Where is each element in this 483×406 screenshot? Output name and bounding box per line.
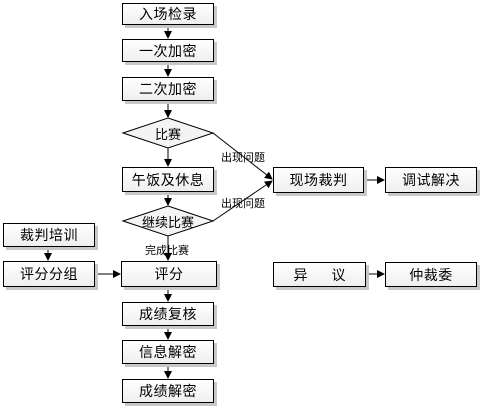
onsite-referee-label: 现场裁判 [289,173,348,189]
scoring-box: 评分 [121,261,217,287]
score-review-label: 成绩复核 [139,307,197,323]
referee-training-label: 裁判培训 [20,228,78,244]
debug-resolve-label: 调试解决 [402,173,460,189]
info-decrypt-label: 信息解密 [139,345,197,361]
completed-label: 完成比赛 [145,244,189,257]
objection-box: 异议 [273,262,366,287]
first-encrypt-label: 一次加密 [139,43,197,60]
continue-competition-label: 继续比赛 [141,215,194,231]
arbitration-committee-label: 仲裁委 [409,267,453,284]
arrow-competition-to-referee [212,132,273,180]
objection-label: 异议 [293,267,370,284]
competition-label: 比赛 [154,127,181,143]
problem-label-2: 出现问题 [221,197,265,210]
score-decrypt-box: 成绩解密 [122,379,214,403]
score-decrypt-label: 成绩解密 [139,384,197,400]
second-encrypt-label: 二次加密 [139,82,197,98]
entry-check-label: 入场检录 [139,7,197,23]
entry-check-box: 入场检录 [122,3,214,25]
score-grouping-label: 评分分组 [20,267,78,283]
first-encrypt-box: 一次加密 [122,39,214,62]
onsite-referee-box: 现场裁判 [273,167,364,193]
second-encrypt-box: 二次加密 [122,77,214,101]
score-grouping-box: 评分分组 [3,261,95,287]
score-review-box: 成绩复核 [122,302,214,326]
problem-label-1: 出现问题 [221,151,265,164]
info-decrypt-box: 信息解密 [122,340,214,364]
lunch-rest-label: 午饭及休息 [131,172,205,189]
arrow-continue-to-referee [212,180,273,222]
referee-training-box: 裁判培训 [3,223,95,247]
debug-resolve-box: 调试解决 [385,167,477,193]
arbitration-committee-box: 仲裁委 [385,262,477,287]
lunch-rest-box: 午饭及休息 [122,167,214,192]
scoring-label: 评分 [154,267,184,283]
